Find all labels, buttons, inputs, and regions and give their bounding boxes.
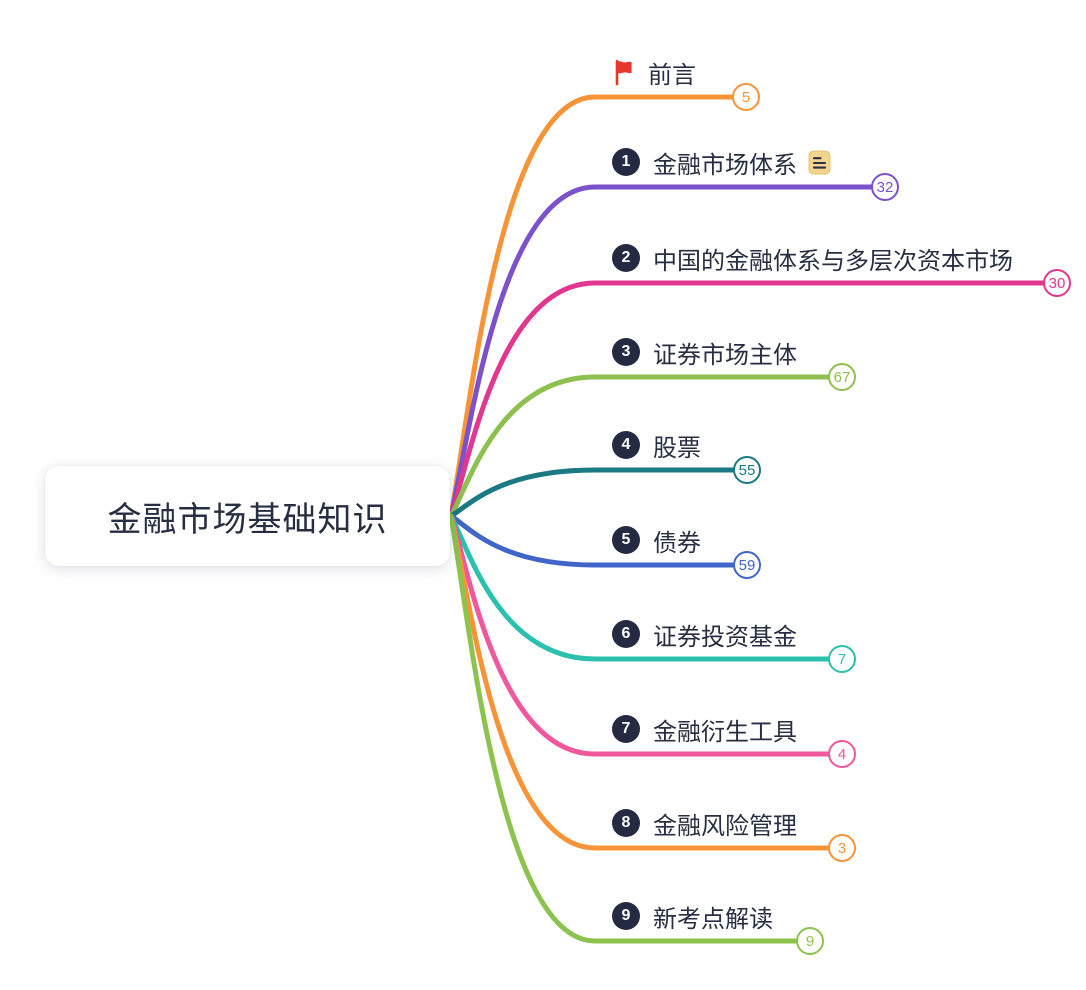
priority-number-icon: 7 — [612, 715, 640, 743]
central-topic-label: 金融市场基础知识 — [107, 500, 388, 539]
priority-number-icon: 8 — [612, 809, 640, 837]
topic-node[interactable]: 2 中国的金融体系与多层次资本市场 — [612, 236, 1013, 280]
branch-line — [448, 467, 737, 519]
topic-label: 金融市场体系 — [653, 151, 797, 179]
flag-icon — [612, 59, 635, 86]
priority-number-icon: 2 — [612, 244, 640, 272]
priority-number-icon: 3 — [612, 338, 640, 366]
topic-node[interactable]: 4 股票 — [612, 423, 701, 467]
child-count-badge[interactable]: 3 — [828, 834, 856, 862]
priority-number-icon: 5 — [612, 526, 640, 554]
branch-line — [448, 513, 737, 568]
priority-number-icon: 4 — [612, 431, 640, 459]
priority-number-icon: 1 — [612, 148, 640, 176]
child-count-badge[interactable]: 4 — [828, 740, 856, 768]
topic-label: 金融风险管理 — [653, 812, 797, 840]
topic-node[interactable]: 9 新考点解读 — [612, 894, 773, 938]
child-count-badge[interactable]: 30 — [1043, 269, 1071, 297]
topic-node[interactable]: 3 证券市场主体 — [612, 330, 797, 374]
child-count-badge[interactable]: 32 — [871, 173, 899, 201]
branch-line — [448, 513, 832, 662]
child-count-badge[interactable]: 9 — [796, 927, 824, 955]
child-count-badge[interactable]: 59 — [733, 551, 761, 579]
central-topic-node[interactable]: 金融市场基础知识 — [45, 466, 450, 566]
child-count-badge[interactable]: 67 — [828, 363, 856, 391]
topic-label: 债券 — [653, 529, 701, 557]
topic-node[interactable]: 前言 — [612, 50, 696, 94]
child-count-badge[interactable]: 5 — [732, 83, 760, 111]
priority-number-icon: 9 — [612, 902, 640, 930]
topic-label: 证券市场主体 — [653, 341, 797, 369]
child-count-badge[interactable]: 7 — [828, 645, 856, 673]
note-icon[interactable] — [808, 150, 831, 175]
topic-node[interactable]: 7 金融衍生工具 — [612, 707, 797, 751]
topic-node[interactable]: 1 金融市场体系 — [612, 140, 831, 184]
branch-line — [448, 513, 800, 944]
topic-node[interactable]: 8 金融风险管理 — [612, 801, 797, 845]
priority-number-icon: 6 — [612, 620, 640, 648]
topic-label: 证券投资基金 — [653, 623, 797, 651]
branch-line — [448, 280, 1047, 519]
topic-node[interactable]: 5 债券 — [612, 518, 701, 562]
branch-line — [448, 374, 832, 519]
topic-label: 股票 — [653, 434, 701, 462]
topic-label: 新考点解读 — [653, 905, 773, 933]
topic-label: 中国的金融体系与多层次资本市场 — [653, 247, 1013, 275]
child-count-badge[interactable]: 55 — [733, 456, 761, 484]
branch-line — [448, 184, 875, 519]
topic-label: 金融衍生工具 — [653, 718, 797, 746]
topic-label: 前言 — [648, 61, 696, 89]
topic-node[interactable]: 6 证券投资基金 — [612, 612, 797, 656]
